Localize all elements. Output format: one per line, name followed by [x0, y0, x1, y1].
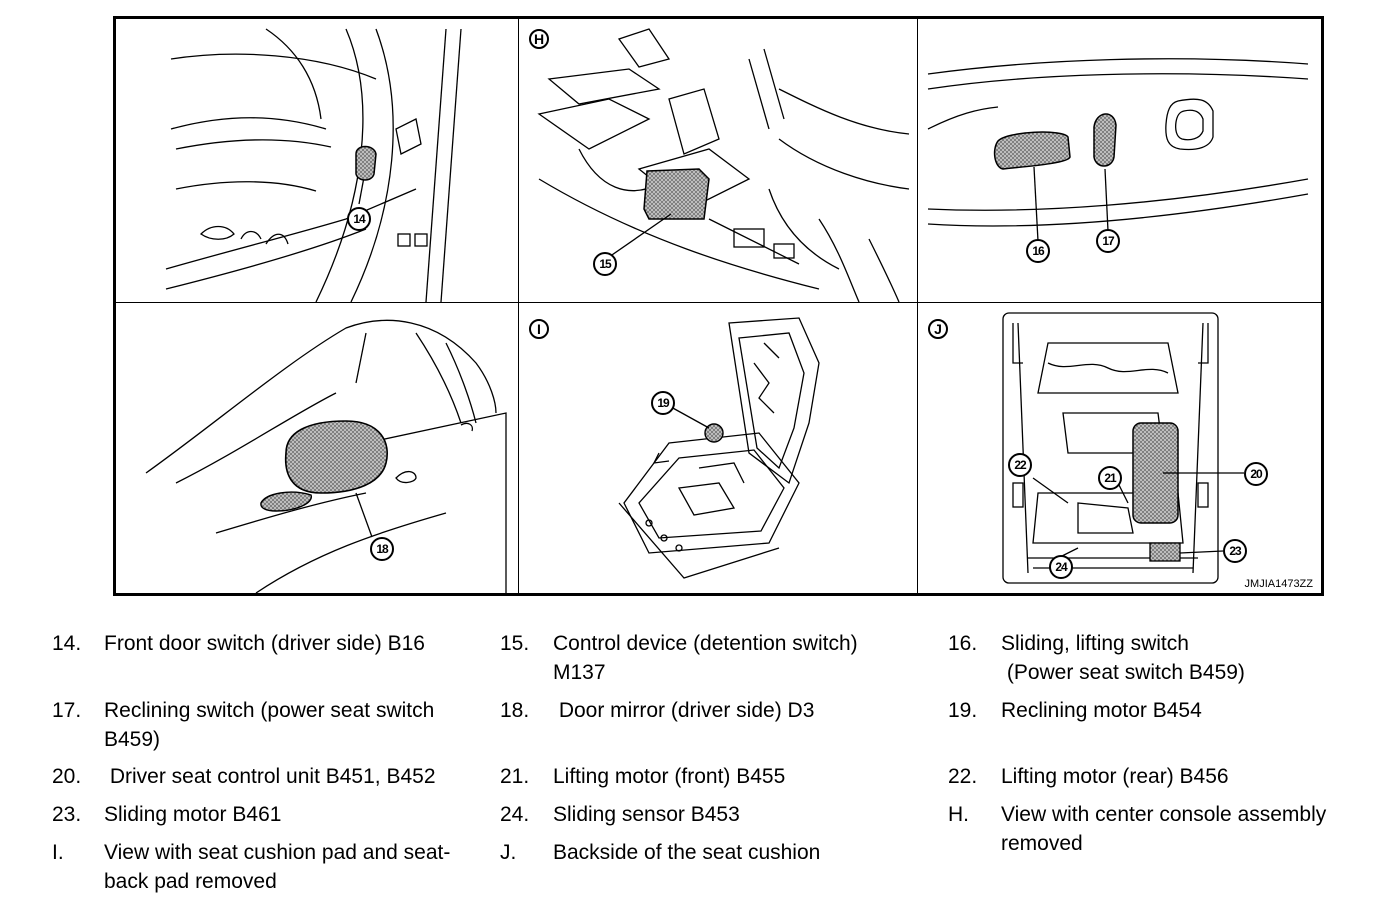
legend-item: 18. Door mirror (driver side) D3 — [500, 696, 940, 725]
legend-item-text: View with seat cushion pad and seat- — [104, 841, 451, 864]
legend-item-number: 14. — [52, 632, 82, 655]
legend-item-text: Driver seat control unit B451, B452 — [104, 765, 436, 788]
legend-item: 15. Control device (detention switch) M137 — [500, 629, 940, 687]
legend-item-text: Reclining motor B454 — [1001, 699, 1202, 722]
legend-item: 14. Front door switch (driver side) B16 — [52, 629, 492, 658]
legend-item: 20. Driver seat control unit B451, B452 — [52, 762, 492, 791]
panel-door-switch: 14 — [116, 19, 518, 302]
legend-item: 23. Sliding motor B461 — [52, 800, 492, 829]
legend-item-number: 15. — [500, 632, 530, 655]
callout-22: 22 — [1008, 453, 1032, 477]
legend-item: 16. Sliding, lifting switch (Power seat s… — [948, 629, 1366, 687]
legend-item-text: Backside of the seat cushion — [553, 841, 821, 864]
sliding-lifting-switch-hatch — [993, 131, 1071, 170]
legend-item-text: Sliding motor B461 — [104, 803, 282, 826]
view-letter-j: J — [928, 319, 948, 339]
legend-item: 24. Sliding sensor B453 — [500, 800, 940, 829]
reclining-motor-hatch — [704, 423, 724, 443]
panel-view-i: I 19 — [519, 303, 917, 593]
callout-16: 16 — [1026, 239, 1050, 263]
legend-item-number: 16. — [948, 632, 978, 655]
legend-item-number: 18. — [500, 699, 530, 722]
legend-item-text: back pad removed — [104, 870, 277, 893]
legend-item-text: Sliding sensor B453 — [553, 803, 740, 826]
figure-code: JMJIA1473ZZ — [1244, 578, 1313, 590]
legend-item-text: Door mirror (driver side) D3 — [553, 699, 815, 722]
legend-item-text: Lifting motor (front) B455 — [553, 765, 786, 788]
legend-item: H. View with center console assembly remov… — [948, 800, 1366, 858]
legend-item-number: 21. — [500, 765, 530, 788]
front-door-switch-hatch — [355, 145, 377, 181]
legend-item-number: 24. — [500, 803, 530, 826]
callout-14: 14 — [347, 207, 371, 231]
legend-item-text: B459) — [104, 728, 161, 751]
view-letter-i: I — [529, 319, 549, 339]
legend-item-text: M137 — [553, 661, 606, 684]
callout-18: 18 — [370, 537, 394, 561]
legend-item-number: 19. — [948, 699, 978, 722]
panel-door-mirror: 18 — [116, 303, 518, 593]
legend-item: 19. Reclining motor B454 — [948, 696, 1366, 725]
wiring-figure: 14 H 15 — [113, 16, 1324, 596]
legend-item-text: Front door switch (driver side) B16 — [104, 632, 425, 655]
callout-21: 21 — [1098, 466, 1122, 490]
callout-17: 17 — [1096, 229, 1120, 253]
panel-seat-switches: 16 17 — [918, 19, 1321, 302]
legend-item-text: (Power seat switch B459) — [1001, 661, 1245, 684]
legend-item-number: 22. — [948, 765, 978, 788]
control-device-hatch — [643, 168, 710, 220]
sliding-motor-hatch — [1149, 542, 1181, 562]
legend-item-text: View with center console assembly — [1001, 803, 1327, 826]
legend-item: I. View with seat cushion pad and seat-ba… — [52, 838, 492, 896]
panel-view-h: H 15 — [519, 19, 917, 302]
legend-item-text: Lifting motor (rear) B456 — [1001, 765, 1229, 788]
legend-item-number: H. — [948, 803, 969, 826]
legend-item-text: Sliding, lifting switch — [1001, 632, 1189, 655]
view-letter-h: H — [529, 29, 549, 49]
legend-item-number: 20. — [52, 765, 82, 788]
door-mirror-hatch — [284, 420, 388, 494]
legend-item-text: removed — [1001, 832, 1083, 855]
callout-23: 23 — [1223, 539, 1247, 563]
legend-item: J. Backside of the seat cushion — [500, 838, 940, 867]
legend-item-text: Reclining switch (power seat switch — [104, 699, 435, 722]
door-mirror-lower-hatch — [260, 491, 312, 512]
legend-item-number: 23. — [52, 803, 82, 826]
legend-item: 22. Lifting motor (rear) B456 — [948, 762, 1366, 791]
callout-19: 19 — [651, 391, 675, 415]
legend-item-number: 17. — [52, 699, 82, 722]
legend-item-number: J. — [500, 841, 517, 864]
reclining-switch-hatch — [1093, 113, 1117, 167]
legend-item-number: I. — [52, 841, 64, 864]
callout-20: 20 — [1244, 462, 1268, 486]
callout-24: 24 — [1049, 555, 1073, 579]
legend-item: 21. Lifting motor (front) B455 — [500, 762, 940, 791]
legend-item-text: Control device (detention switch) — [553, 632, 858, 655]
panel-view-j: J 20 21 22 23 24 — [918, 303, 1321, 593]
callout-15: 15 — [593, 252, 617, 276]
